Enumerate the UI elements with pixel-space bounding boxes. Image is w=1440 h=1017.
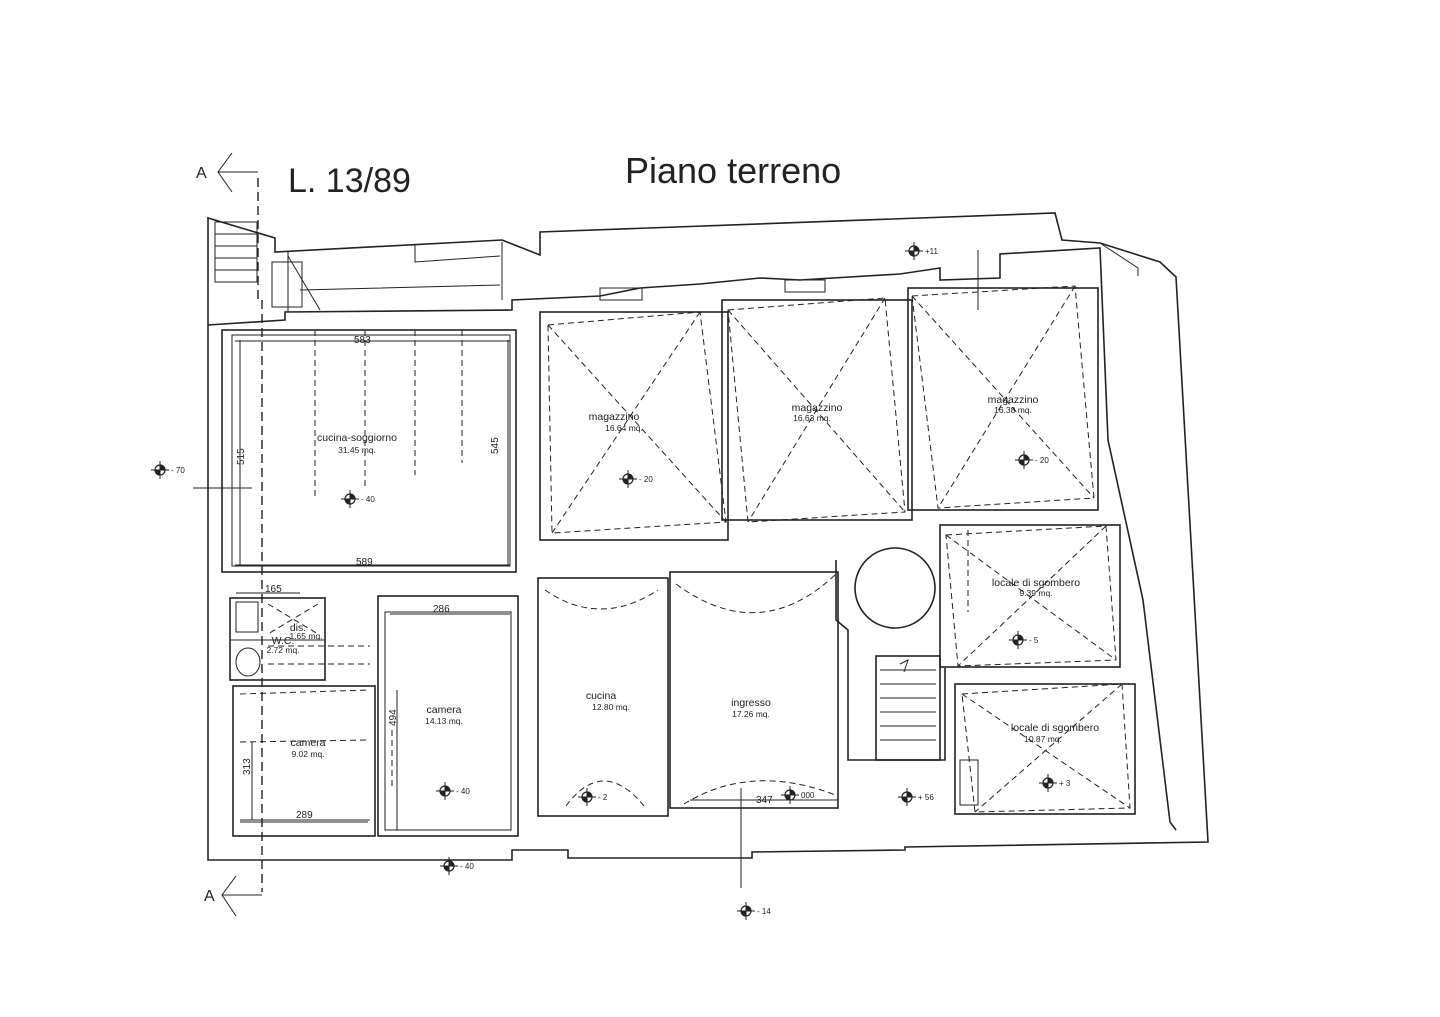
room-name-magazzino-1: magazzino	[589, 411, 640, 423]
dim-583: 583	[354, 335, 371, 346]
level-marker: - 40	[440, 857, 474, 875]
room-area-magazzino-3: 16.38 mq.	[994, 405, 1032, 415]
level-marker: + 56	[898, 788, 934, 806]
level-value: - 40	[456, 787, 470, 796]
level-marker: - 20	[619, 470, 653, 488]
room-name-ingresso: ingresso	[731, 697, 771, 709]
level-value: 000	[801, 791, 815, 800]
room-name-locale-di-sgombero-2: locale di sgombero	[1011, 722, 1099, 734]
room-area-locale-di-sgombero-1: 9.39 mq.	[1019, 588, 1052, 598]
room-name-camera-2: camera	[290, 737, 325, 749]
plan-reference: L. 13/89	[288, 162, 411, 200]
room-cucina	[537, 577, 669, 817]
level-marker: + 3	[1039, 774, 1071, 792]
dim-286: 286	[433, 604, 450, 615]
dim-494: 494	[388, 709, 399, 726]
room-area-ingresso: 17.26 mq.	[732, 709, 770, 719]
level-value: - 14	[757, 907, 771, 916]
dim-347: 347	[756, 795, 773, 806]
room-area-locale-di-sgombero-2: 10.87 mq.	[1024, 734, 1062, 744]
dim-313: 313	[242, 758, 253, 775]
room-camera-2	[232, 685, 376, 837]
room-ingresso	[669, 571, 839, 888]
room-area-wc: 2.72 mq.	[266, 645, 299, 655]
room-area-magazzino-1: 16.64 mq.	[605, 423, 643, 433]
dim-545: 545	[490, 437, 501, 454]
room-camera-1	[377, 595, 519, 837]
level-value: + 56	[918, 793, 934, 802]
room-area-camera-2: 9.02 mq.	[291, 749, 324, 759]
dim-515: 515	[236, 448, 247, 465]
section-mark-top: A	[196, 165, 207, 182]
level-markers: +11 - 70 - 40 - 20 - 20 - 5 + 3 - 2 000 + 56 - 40 -…	[151, 242, 1071, 920]
room-name-cucina-soggiorno: cucina-soggiorno	[317, 432, 397, 444]
room-area-camera-1: 14.13 mq.	[425, 716, 463, 726]
room-name-magazzino-2: magazzino	[792, 402, 843, 414]
room-area-dis: 1.65 mq.	[289, 631, 322, 641]
room-cucina-soggiorno	[193, 329, 517, 573]
section-mark-bottom: A	[204, 888, 215, 905]
room-locale-di-sgombero-1	[939, 524, 1121, 668]
room-area-magazzino-2: 16.63 mq.	[793, 413, 831, 423]
room-magazzino-3	[907, 250, 1099, 511]
dim-289: 289	[296, 810, 313, 821]
plan-title: Piano terreno	[625, 150, 841, 191]
level-value: - 40	[460, 862, 474, 871]
level-marker: - 20	[1015, 451, 1049, 469]
section-line-a	[217, 152, 263, 917]
level-marker: - 40	[341, 490, 375, 508]
room-locale-di-sgombero-2	[954, 683, 1136, 815]
dimension-lines	[235, 340, 838, 830]
level-marker: - 2	[578, 788, 608, 806]
level-marker: 000	[781, 786, 815, 804]
building-walls	[207, 212, 1209, 861]
room-name-locale-di-sgombero-1: locale di sgombero	[992, 577, 1080, 589]
room-dis-wc	[229, 597, 370, 681]
level-value: - 20	[1035, 456, 1049, 465]
room-magazzino-2	[721, 279, 913, 523]
dim-165: 165	[265, 584, 282, 595]
level-value: - 5	[1029, 636, 1039, 645]
level-value: - 2	[598, 793, 608, 802]
level-value: - 70	[171, 466, 185, 475]
room-name-magazzino-3: magazzino	[988, 394, 1039, 406]
room-magazzino-1	[539, 287, 729, 541]
level-marker: - 70	[151, 461, 185, 479]
room-area-cucina-soggiorno: 31.45 mq.	[338, 445, 376, 455]
room-name-camera-1: camera	[426, 704, 461, 716]
room-area-cucina: 12.80 mq.	[592, 702, 630, 712]
staircase	[875, 655, 941, 761]
level-marker: - 14	[737, 902, 771, 920]
level-marker: +11	[905, 242, 939, 260]
dim-589: 589	[356, 557, 373, 568]
room-name-dis: dis.	[290, 622, 306, 634]
level-value: - 20	[639, 475, 653, 484]
level-value: + 3	[1059, 779, 1071, 788]
level-marker: - 5	[1009, 631, 1039, 649]
room-name-wc: W.C.	[272, 635, 295, 647]
level-marker: - 40	[436, 782, 470, 800]
level-value: - 40	[361, 495, 375, 504]
round-room	[835, 547, 946, 761]
room-name-cucina: cucina	[586, 690, 617, 702]
level-value: +11	[925, 247, 939, 256]
